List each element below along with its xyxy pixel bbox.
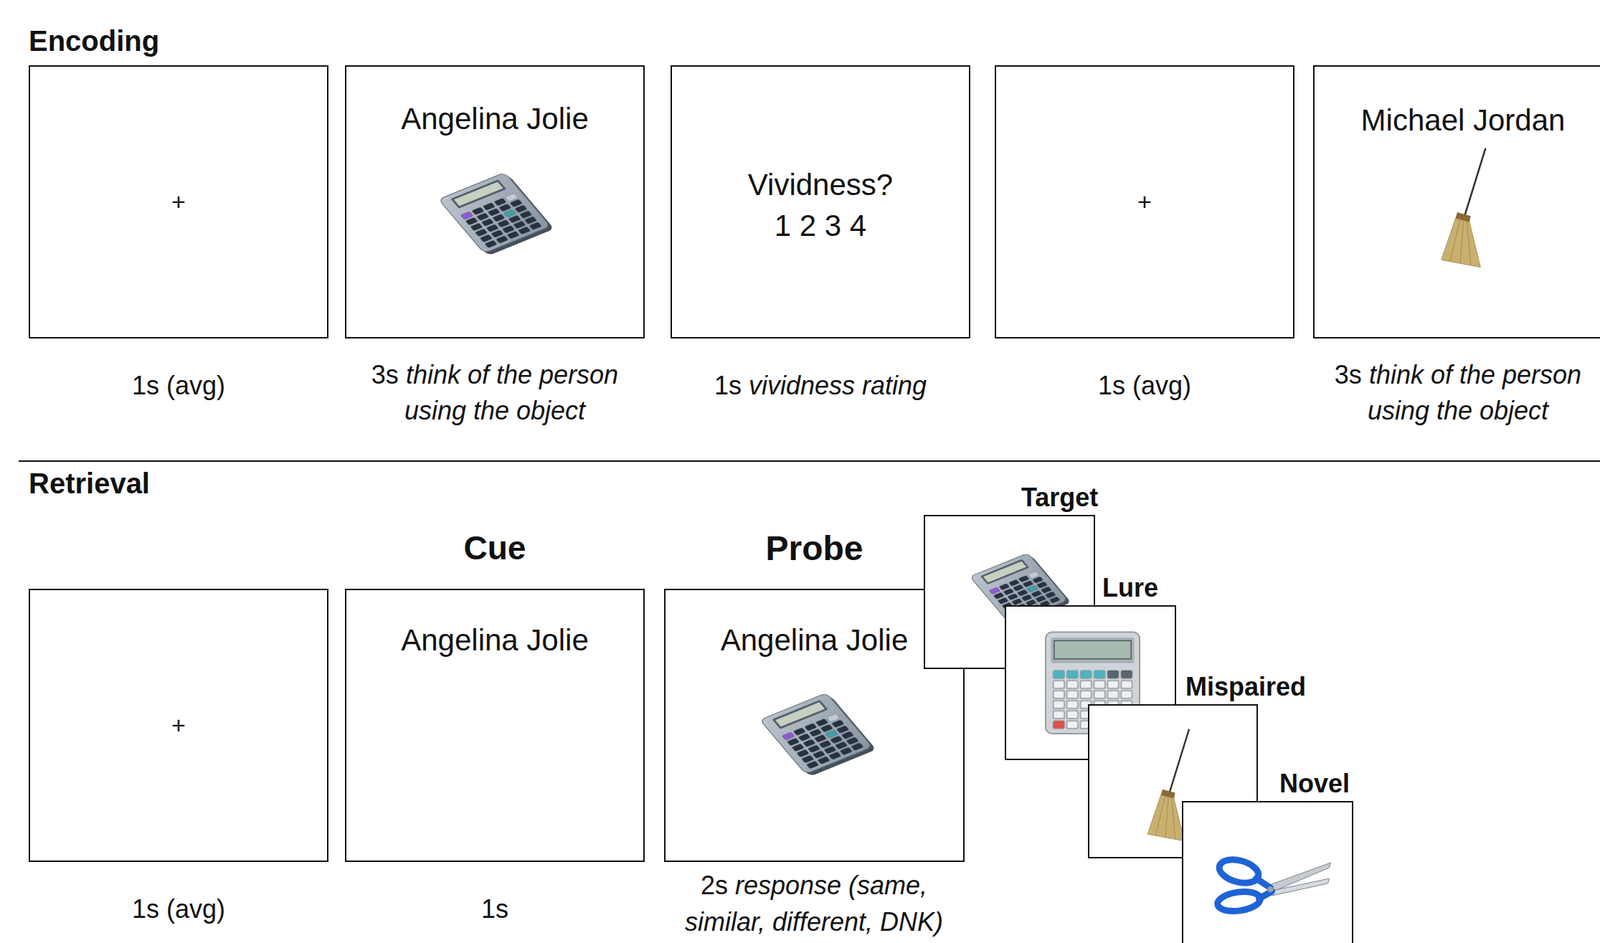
caption-block: 1s (avg) — [1001, 367, 1289, 404]
timing-text: 1s (avg) — [131, 894, 226, 924]
box-text: 1 2 3 4 — [671, 207, 969, 244]
fixation-box: + — [28, 588, 329, 863]
timing-text: 2s — [700, 870, 728, 901]
fixation-box: + — [994, 65, 1295, 339]
fixation-box: + — [28, 65, 329, 339]
calculator-picture — [760, 692, 877, 777]
caption-block: 1s — [351, 891, 639, 928]
box-text: + — [171, 710, 186, 741]
section-heading-block: Encoding — [28, 23, 160, 59]
rating-box: Vividness? 1 2 3 4 — [670, 65, 971, 339]
box-text: Angelina Jolie — [665, 622, 964, 659]
box-text: Angelina Jolie — [346, 622, 644, 659]
caption-block: 1s (avg) — [35, 891, 323, 928]
calculator-picture — [751, 679, 877, 796]
probe-card: Novel — [1181, 801, 1354, 943]
encoding-trial-box: Angelina Jolie — [344, 65, 645, 339]
calculator-picture — [438, 172, 555, 257]
section-divider — [18, 460, 1600, 462]
box-text: + — [171, 187, 186, 217]
scissors-picture — [1216, 855, 1332, 914]
box-text: Vividness? — [671, 167, 969, 203]
encoding-trial-box: Michael Jordan — [1313, 65, 1600, 339]
broom-picture — [1441, 149, 1486, 268]
heading-label: Cue — [346, 528, 644, 568]
heading-label: Lure — [1102, 572, 1159, 604]
caption-block: 3sthink of the person using the object — [351, 357, 639, 430]
cue-box: CueAngelina Jolie — [344, 588, 645, 863]
caption-block: 3sthink of the person using the object — [1321, 357, 1595, 430]
box-text: Angelina Jolie — [346, 101, 644, 137]
heading-label: Novel — [1279, 768, 1350, 799]
timing-text: 3s — [371, 360, 399, 390]
box-text: Michael Jordan — [1314, 102, 1600, 139]
timing-text: 1s — [714, 370, 742, 401]
heading-label: Target — [1021, 481, 1098, 513]
instruction-text: think of the person using the object — [1367, 360, 1582, 426]
probe-box: ProbeAngelina Jolie — [664, 588, 965, 863]
caption-block: 1s (avg) — [35, 367, 323, 404]
section-heading-block: Retrieval — [28, 466, 150, 501]
section-heading: Retrieval — [28, 467, 150, 500]
timing-text: 1s — [481, 894, 509, 924]
instruction-text: vividness rating — [748, 370, 927, 401]
timing-text: 1s (avg) — [131, 370, 226, 401]
broom-picture — [1432, 144, 1494, 274]
timing-text: 3s — [1334, 360, 1362, 390]
box-text: + — [1137, 187, 1152, 217]
timing-text: 1s (avg) — [1097, 370, 1192, 401]
heading-label: Probe — [665, 527, 964, 570]
calculator-picture — [430, 159, 555, 275]
caption-block: 1svividness rating — [677, 367, 964, 404]
caption-block: 2sresponse (same, similar, different, DN… — [670, 867, 958, 941]
instruction-text: think of the person using the object — [404, 360, 619, 426]
scissors-picture — [1209, 848, 1334, 921]
section-heading: Encoding — [28, 25, 160, 57]
heading-label: Mispaired — [1185, 671, 1306, 703]
